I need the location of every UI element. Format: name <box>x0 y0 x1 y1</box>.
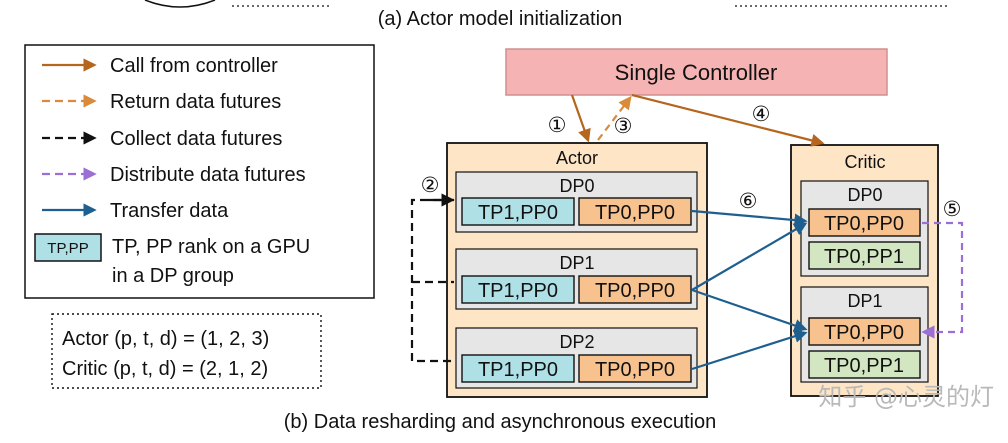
rank-description: in a DP group <box>112 265 234 287</box>
legend-label: Distribute data futures <box>110 164 306 186</box>
watermark: 知乎 @心灵的灯 <box>818 383 994 411</box>
transfer-arrow <box>691 209 808 227</box>
transfer-arrow <box>691 329 808 371</box>
rank-badge <box>34 233 102 262</box>
legend-label: Collect data futures <box>110 128 282 150</box>
rank-description: TP, PP rank on a GPU <box>112 236 310 258</box>
step-1-marker: ① <box>548 114 567 137</box>
single-controller <box>505 48 888 96</box>
gpu-rank-tp1 <box>461 275 575 304</box>
dp-label: DP2 <box>559 332 594 352</box>
gpu-rank-label: TP1,PP0 <box>478 280 558 302</box>
actor-title: Actor <box>556 148 598 168</box>
legend-label: Call from controller <box>110 55 278 77</box>
gpu-rank-label: TP0,PP0 <box>595 359 675 381</box>
call-arrow-actor <box>570 94 591 143</box>
gpu-rank-tp1 <box>461 197 575 226</box>
caption-top: (a) Actor model initialization <box>378 8 623 30</box>
legend-label: Return data futures <box>110 91 281 113</box>
gpu-rank-tp1 <box>461 354 575 383</box>
dp-label: DP0 <box>559 176 594 196</box>
single-controller-label: Single Controller <box>615 60 778 85</box>
gpu-rank-tp0-pp1 <box>808 350 921 379</box>
dp-label: DP1 <box>847 291 882 311</box>
gpu-rank-tp0-pp0 <box>808 317 921 346</box>
step-6-marker: ⑥ <box>739 190 758 213</box>
gpu-rank-label: TP0,PP0 <box>595 280 675 302</box>
legend-label: Transfer data <box>110 200 229 222</box>
step-3-marker: ③ <box>614 115 633 138</box>
gpu-rank-label: TP0,PP1 <box>824 246 904 268</box>
critic-config: Critic (p, t, d) = (2, 1, 2) <box>62 358 268 380</box>
caption-bottom: (b) Data resharding and asynchronous exe… <box>284 411 716 433</box>
gpu-rank-tp0 <box>578 354 692 383</box>
gpu-rank-tp0-pp0 <box>808 208 921 237</box>
transfer-arrow <box>691 288 808 332</box>
transfer-arrow <box>691 222 808 291</box>
config-box <box>51 313 322 389</box>
return-arrow-actor <box>597 95 632 141</box>
gpu-rank-tp0-pp1 <box>808 241 921 270</box>
gpu-rank-tp0 <box>578 275 692 304</box>
step-5-marker: ⑤ <box>943 198 962 221</box>
gpu-rank-tp0 <box>578 197 692 226</box>
gpu-rank-label: TP0,PP0 <box>595 202 675 224</box>
gpu-rank-label: TP1,PP0 <box>478 202 558 224</box>
call-arrow-critic <box>631 93 825 147</box>
critic-title: Critic <box>845 152 886 172</box>
step-4-marker: ④ <box>752 103 771 126</box>
step-2-marker: ② <box>421 174 440 197</box>
actor-config: Actor (p, t, d) = (1, 2, 3) <box>62 328 269 350</box>
gpu-rank-label: TP1,PP0 <box>478 359 558 381</box>
cropped-shape <box>144 0 216 8</box>
dp-label: DP0 <box>847 185 882 205</box>
distribute-arrow <box>921 221 964 339</box>
rank-badge-label: TP,PP <box>47 240 88 257</box>
gpu-rank-label: TP0,PP0 <box>824 322 904 344</box>
gpu-rank-label: TP0,PP0 <box>824 213 904 235</box>
dp-label: DP1 <box>559 253 594 273</box>
gpu-rank-label: TP0,PP1 <box>824 355 904 377</box>
